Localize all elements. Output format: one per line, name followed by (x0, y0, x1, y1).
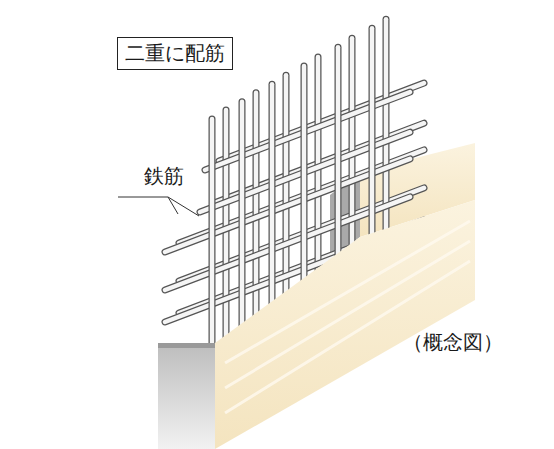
rebar-bar (284, 75, 289, 303)
rebar-outline (239, 102, 246, 336)
rebar-outline (209, 119, 216, 355)
leader-line (168, 197, 199, 216)
rebar-bar (210, 119, 215, 355)
title-box: 二重に配筋 (117, 37, 233, 70)
leader-line (118, 197, 199, 216)
wall-stripe (225, 241, 470, 388)
rebar-bar (384, 19, 389, 230)
wall-top-edge (158, 343, 215, 348)
rebar-outline (283, 75, 290, 303)
rebar-bar (270, 84, 275, 313)
wall-end-face (158, 343, 215, 449)
rebar-bar (302, 66, 307, 290)
rebar-outline (301, 66, 308, 290)
leader-line (118, 197, 178, 214)
rebar-outline (383, 19, 390, 230)
rebar-bar (240, 102, 245, 336)
rebar-bar (336, 47, 341, 265)
rebar-outline (369, 28, 376, 240)
wall-stripes (225, 221, 470, 413)
caption-note: （概念図） (403, 330, 503, 355)
rebar-bar (370, 28, 375, 240)
wall-front (158, 200, 475, 449)
part-label: 鉄筋 (144, 164, 184, 189)
wall-side-face (215, 200, 475, 449)
rebar-outline (269, 84, 276, 313)
rebar-outline (335, 47, 342, 265)
box-text: 二重に配筋 (125, 41, 225, 66)
